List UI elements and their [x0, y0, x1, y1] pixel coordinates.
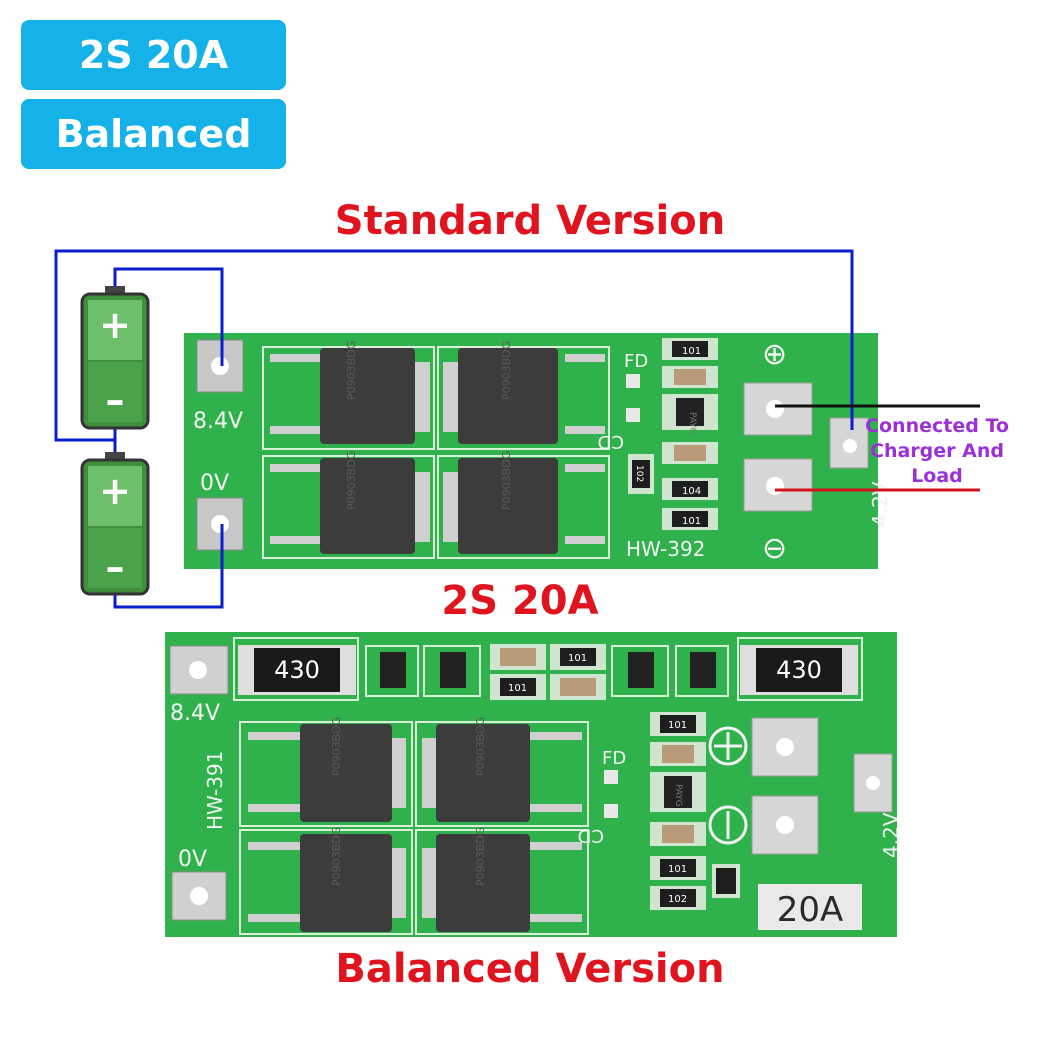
battery-minus-label: –	[106, 545, 125, 589]
battery-plus-label: +	[99, 303, 131, 347]
annotation-line-1: Connected To	[865, 415, 1009, 437]
svg-text:101: 101	[682, 346, 701, 357]
protection-ic	[664, 776, 692, 808]
minus-symbol-balanced	[708, 805, 748, 845]
battery-bottom: + –	[80, 452, 150, 596]
title-balanced-version: Balanced Version	[335, 946, 725, 992]
smd-resistor	[660, 859, 696, 877]
annotation-line-3: Load	[911, 465, 963, 487]
mosfet-chip: P0903BDG	[443, 341, 605, 444]
smd-resistor	[500, 678, 536, 696]
smd-capacitor	[662, 745, 694, 763]
svg-text:PAYG: PAYG	[673, 784, 683, 807]
pad-0v-balanced	[171, 871, 227, 921]
smd-capacitor	[662, 825, 694, 843]
wire-84v	[113, 267, 224, 366]
svg-text:P0903BDG: P0903BDG	[330, 717, 343, 776]
svg-text:101: 101	[682, 516, 701, 527]
balance-ic	[440, 652, 466, 688]
battery-plus-label: +	[99, 469, 131, 513]
label-84v-standard: 8.4V	[193, 409, 243, 434]
svg-text:P0903BDG: P0903BDG	[345, 341, 358, 400]
svg-text:101: 101	[508, 683, 527, 694]
annotation-line-2: Charger And	[870, 440, 1004, 462]
mosfet-outline	[437, 455, 610, 559]
badge-balanced: Balanced	[21, 99, 286, 169]
label-0v-standard: 0V	[200, 471, 229, 496]
svg-text:101: 101	[668, 720, 687, 731]
smd-pad	[626, 408, 640, 422]
balance-ic	[628, 652, 654, 688]
svg-text:101: 101	[568, 653, 587, 664]
smd-resistor	[660, 715, 696, 733]
pad-hole	[211, 515, 229, 533]
mosfet-chip: P0903BDG	[270, 341, 430, 444]
mosfet-chip: P0903BDG	[422, 827, 582, 932]
minus-symbol-standard: ⊖	[762, 531, 787, 566]
smd-resistor	[716, 868, 736, 894]
svg-text:P0903BDG: P0903BDG	[500, 451, 513, 510]
svg-text:430: 430	[776, 656, 822, 684]
wire-0v	[113, 524, 224, 609]
pad-hole	[211, 357, 229, 375]
label-fd-balanced: FD	[602, 748, 626, 769]
label-cd-standard: CD	[598, 431, 624, 452]
smd-resistor	[660, 889, 696, 907]
svg-text:P0903BDG: P0903BDG	[345, 451, 358, 510]
connection-annotation: Connected To Charger And Load	[865, 415, 1009, 487]
mosfet-outline	[262, 455, 435, 559]
label-84v-balanced: 8.4V	[170, 701, 220, 726]
plus-symbol-standard: ⊕	[762, 337, 787, 372]
svg-text:P0903BDG: P0903BDG	[474, 717, 487, 776]
mosfet-chip: P0903BDG	[248, 827, 406, 932]
svg-text:104: 104	[682, 486, 701, 497]
svg-text:430: 430	[274, 656, 320, 684]
svg-text:P0903BDG: P0903BDG	[330, 827, 343, 886]
smd-capacitor	[560, 678, 596, 696]
svg-text:P0903BDG: P0903BDG	[500, 341, 513, 400]
standard-board: 8.4V 0V P0903BDG P0903BDG P0903BDG P0903…	[184, 333, 892, 569]
battery-minus-label: –	[106, 378, 125, 422]
mosfet-outline	[262, 346, 435, 450]
label-cd-balanced: CD	[578, 825, 604, 846]
svg-text:102: 102	[668, 894, 687, 905]
rating-label-box	[758, 884, 862, 930]
wiring	[54, 249, 980, 609]
model-label-balanced: HW-391	[203, 751, 227, 830]
title-2s-20a: 2S 20A	[441, 578, 599, 624]
label-42v-standard: 4.2V	[868, 481, 892, 527]
smd-capacitor	[500, 648, 536, 666]
label-42v-balanced: 4.2V	[879, 812, 903, 858]
smd-resistor	[560, 648, 596, 666]
balance-ic-right	[690, 652, 716, 688]
wire-42v	[54, 249, 854, 442]
badge-2s-20a: 2S 20A	[21, 20, 286, 90]
balance-ic-left	[380, 652, 406, 688]
mosfet-chip: P0903BDG	[270, 451, 430, 554]
mosfet-chip: P0903BDG	[443, 451, 605, 554]
rating-label: 20A	[777, 890, 844, 930]
label-0v-balanced: 0V	[178, 847, 207, 872]
balanced-board: 8.4V 0V HW-391 430 430 101 101	[165, 632, 903, 937]
title-standard-version: Standard Version	[334, 198, 726, 244]
plus-symbol-balanced	[708, 726, 748, 766]
mosfet-chip: P0903BDG	[422, 717, 582, 822]
smd-pad	[626, 374, 640, 388]
battery-top: + –	[80, 286, 150, 430]
svg-text:P0903BDG: P0903BDG	[474, 827, 487, 886]
label-fd-standard: FD	[624, 351, 648, 372]
model-label-standard: HW-392	[626, 537, 705, 561]
svg-text:101: 101	[668, 864, 687, 875]
mosfet-outline	[437, 346, 610, 450]
svg-text:PAYG: PAYG	[687, 412, 697, 435]
svg-text:102: 102	[634, 465, 644, 482]
mosfet-chip: P0903BDG	[248, 717, 406, 822]
